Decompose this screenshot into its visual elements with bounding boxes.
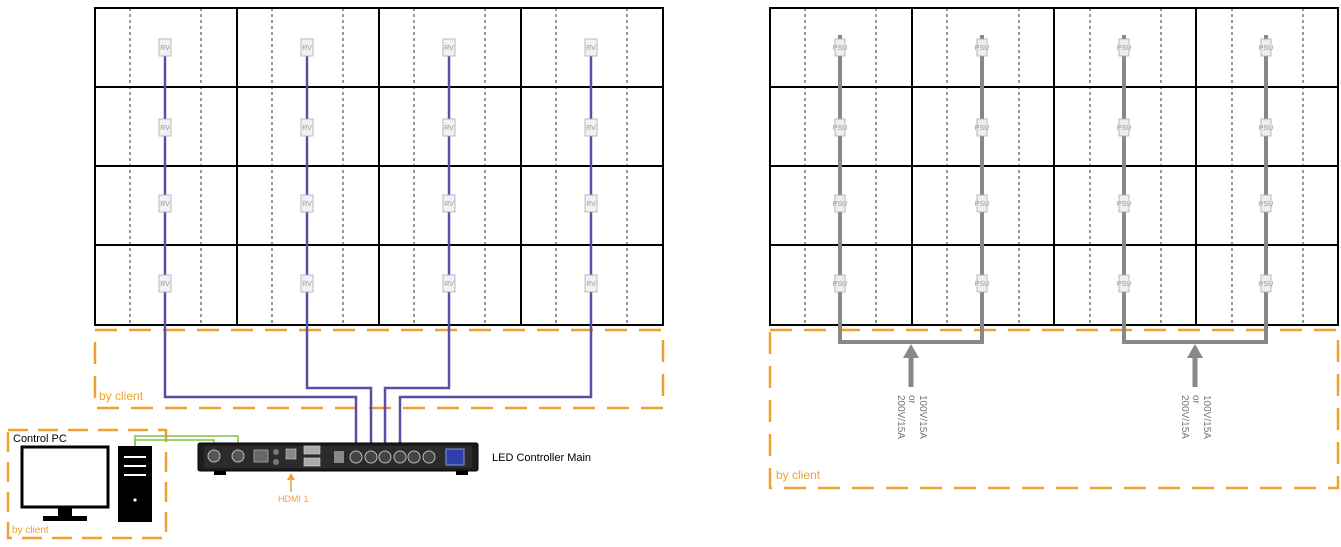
psu-unit: PSU (975, 118, 989, 137)
pc-client-label: by client (12, 525, 49, 536)
psu-unit: PSU (833, 274, 847, 293)
svg-text:RV: RV (586, 281, 596, 288)
right-client-area (768, 328, 1340, 490)
receiver-card: RV (158, 38, 172, 57)
svg-text:RV: RV (160, 45, 170, 52)
svg-text:RV: RV (444, 45, 454, 52)
psu-unit: PSU (1117, 38, 1131, 57)
svg-text:PSU: PSU (833, 281, 847, 288)
power-spec-label: 100V/15A or 200V/15A (1179, 395, 1212, 439)
receiver-card: RV (584, 194, 598, 213)
right-cabinet-grid (769, 7, 1339, 326)
svg-text:100V/15A: 100V/15A (1201, 395, 1212, 439)
led-controller (197, 442, 479, 475)
psu-unit: PSU (975, 274, 989, 293)
psu-unit: PSU (833, 38, 847, 57)
psu-unit: PSU (1259, 118, 1273, 137)
svg-text:RV: RV (302, 281, 312, 288)
psu-unit: PSU (1117, 194, 1131, 213)
svg-text:PSU: PSU (1117, 201, 1131, 208)
receiver-card: RV (584, 118, 598, 137)
svg-text:PSU: PSU (975, 125, 989, 132)
pc-client-area (6, 428, 168, 540)
psu-unit: PSU (975, 38, 989, 57)
pc-title: Control PC (13, 433, 67, 445)
receiver-card: RV (300, 38, 314, 57)
svg-text:PSU: PSU (833, 201, 847, 208)
receiver-card: RV (300, 118, 314, 137)
psu-unit: PSU (1259, 274, 1273, 293)
svg-text:PSU: PSU (1117, 125, 1131, 132)
right-led-wall (769, 7, 1339, 326)
receiver-card: RV (442, 38, 456, 57)
power-cables (838, 35, 1268, 344)
pc-tower-icon (118, 446, 152, 522)
left-client-area-label: by client (99, 389, 144, 403)
psu-unit: PSU (1117, 118, 1131, 137)
svg-text:PSU: PSU (833, 45, 847, 52)
receiver-card: RV (158, 118, 172, 137)
svg-text:PSU: PSU (975, 201, 989, 208)
psu-unit: PSU (1259, 38, 1273, 57)
psu-unit: PSU (833, 194, 847, 213)
svg-text:RV: RV (444, 201, 454, 208)
svg-text:RV: RV (444, 125, 454, 132)
receiver-card: RV (158, 274, 172, 293)
svg-text:200V/15A: 200V/15A (895, 395, 906, 439)
psu-unit: PSU (1117, 274, 1131, 293)
svg-text:RV: RV (302, 125, 312, 132)
receiver-card: RV (300, 274, 314, 293)
left-cabinet-grid (94, 7, 664, 326)
signal-cables (163, 40, 593, 452)
svg-text:RV: RV (444, 281, 454, 288)
receiver-card: RV (300, 194, 314, 213)
svg-text:PSU: PSU (833, 125, 847, 132)
receiver-card: RV (442, 274, 456, 293)
svg-text:RV: RV (302, 45, 312, 52)
svg-text:RV: RV (160, 201, 170, 208)
svg-text:100V/15A: 100V/15A (917, 395, 928, 439)
svg-text:RV: RV (586, 125, 596, 132)
hdmi-label: HDMI 1 (278, 494, 309, 504)
svg-text:PSU: PSU (975, 45, 989, 52)
psu-unit: PSU (975, 194, 989, 213)
svg-text:RV: RV (160, 281, 170, 288)
svg-text:RV: RV (586, 45, 596, 52)
monitor-icon (20, 445, 110, 521)
receiver-card: RV (442, 194, 456, 213)
controller-label: LED Controller Main (492, 452, 591, 464)
psu-unit: PSU (1259, 194, 1273, 213)
svg-text:RV: RV (302, 201, 312, 208)
svg-text:PSU: PSU (975, 281, 989, 288)
left-client-area (93, 328, 665, 410)
receiver-card: RV (584, 38, 598, 57)
svg-text:RV: RV (160, 125, 170, 132)
svg-text:PSU: PSU (1117, 45, 1131, 52)
right-client-area-label: by client (776, 468, 821, 482)
power-feed-arrow-icon (903, 344, 919, 387)
receiver-card: RV (442, 118, 456, 137)
hdmi-arrow-icon (287, 473, 295, 492)
svg-text:or: or (906, 395, 917, 405)
psu-units: PSU PSU PSU PSU PSU PSU PSU PSU PSU PSU … (833, 38, 1273, 293)
svg-text:PSU: PSU (1259, 201, 1273, 208)
svg-text:200V/15A: 200V/15A (1179, 395, 1190, 439)
svg-text:PSU: PSU (1259, 125, 1273, 132)
receiver-card: RV (584, 274, 598, 293)
left-led-wall (94, 7, 664, 326)
svg-text:RV: RV (586, 201, 596, 208)
power-spec-label: 100V/15A or 200V/15A (895, 395, 928, 439)
svg-text:PSU: PSU (1259, 45, 1273, 52)
svg-text:or: or (1190, 395, 1201, 405)
svg-text:PSU: PSU (1117, 281, 1131, 288)
receiver-card: RV (158, 194, 172, 213)
svg-text:PSU: PSU (1259, 281, 1273, 288)
receiver-cards: RV RV RV RV RV RV RV RV RV RV RV RV RV R… (158, 38, 598, 293)
power-feed-arrow-icon (1187, 344, 1203, 387)
psu-unit: PSU (833, 118, 847, 137)
